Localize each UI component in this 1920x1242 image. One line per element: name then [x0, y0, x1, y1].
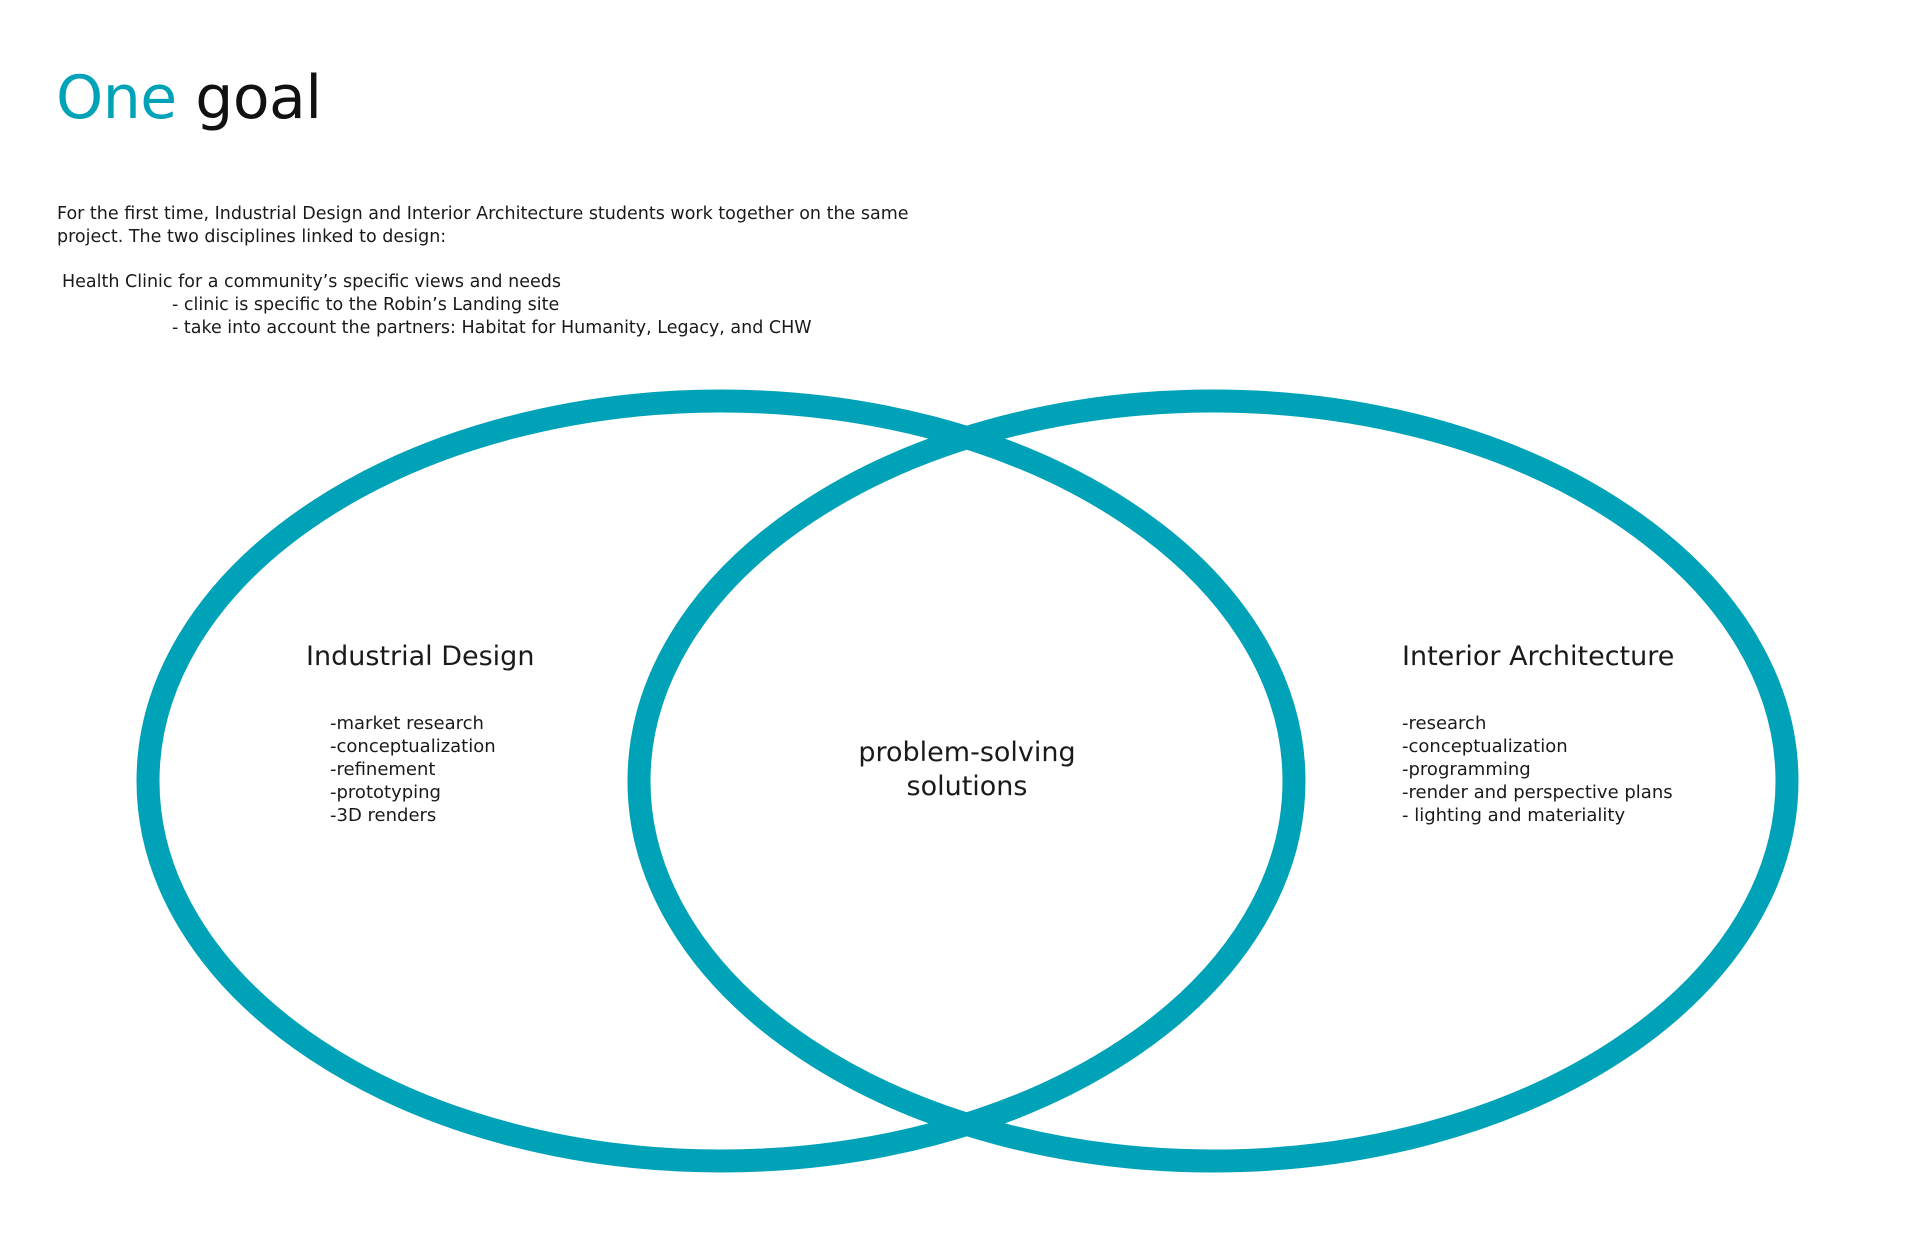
title-rest-word: goal — [195, 63, 322, 133]
clinic-point: - take into account the partners: Habita… — [172, 318, 812, 338]
overlap-label: problem-solving solutions — [817, 736, 1117, 804]
list-item: - lighting and materiality — [1402, 805, 1626, 826]
list-item: -render and perspective plans — [1402, 782, 1673, 803]
venn-left-circle — [136, 389, 1306, 1173]
interior-architecture-list: -research -conceptualization -programmin… — [1402, 712, 1673, 827]
list-item: -refinement — [330, 759, 436, 780]
list-item: -market research — [330, 713, 484, 734]
overlap-line-1: problem-solving — [858, 737, 1076, 768]
clinic-description: Health Clinic for a community’s specific… — [62, 271, 812, 340]
list-item: -conceptualization — [1402, 736, 1568, 757]
overlap-line-2: solutions — [906, 771, 1028, 802]
intro-paragraph: For the first time, Industrial Design an… — [57, 204, 909, 247]
page-title: One goal — [56, 62, 322, 134]
venn-right-circle — [627, 389, 1799, 1173]
industrial-design-title: Industrial Design — [306, 641, 535, 672]
list-item: -prototyping — [330, 782, 441, 803]
clinic-point: - clinic is specific to the Robin’s Land… — [172, 295, 560, 315]
list-item: -3D renders — [330, 805, 437, 826]
list-item: -programming — [1402, 759, 1531, 780]
clinic-heading: Health Clinic for a community’s specific… — [62, 272, 561, 292]
industrial-design-list: -market research -conceptualization -ref… — [330, 712, 496, 827]
list-item: -conceptualization — [330, 736, 496, 757]
title-accent-word: One — [56, 63, 177, 133]
interior-architecture-title: Interior Architecture — [1402, 641, 1675, 672]
list-item: -research — [1402, 713, 1487, 734]
